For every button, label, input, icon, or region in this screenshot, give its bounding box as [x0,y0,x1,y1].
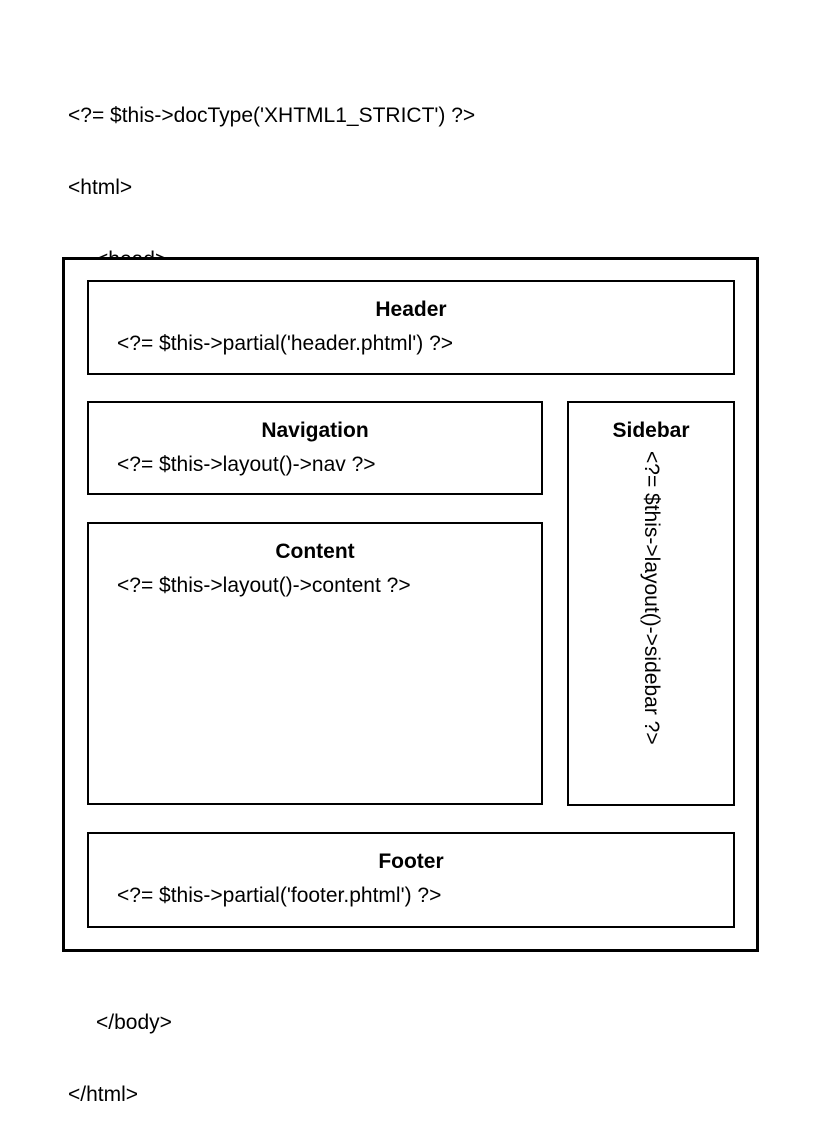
header-box: Header <?= $this->partial('header.phtml'… [87,280,735,375]
navigation-box-code: <?= $this->layout()->nav ?> [117,453,376,476]
content-box-title: Content [275,540,355,563]
footer-box-title: Footer [378,850,444,873]
header-box-code: <?= $this->partial('header.phtml') ?> [117,332,454,355]
header-box-title: Header [375,298,447,321]
code-line-html-open: <html> [68,176,133,199]
footer-box: Footer <?= $this->partial('footer.phtml'… [87,832,735,928]
sidebar-box-title: Sidebar [612,419,690,442]
content-box-code: <?= $this->layout()->content ?> [117,574,411,597]
navigation-box-title: Navigation [261,419,369,442]
sidebar-box: Sidebar <?= $this->layout()->sidebar ?> [567,401,735,806]
sidebar-box-code: <?= $this->layout()->sidebar ?> [640,451,663,745]
navigation-box: Navigation <?= $this->layout()->nav ?> [87,401,543,495]
code-line-html-close: </html> [68,1083,139,1106]
code-line-doctype: <?= $this->docType('XHTML1_STRICT') ?> [68,104,476,127]
footer-box-code: <?= $this->partial('footer.phtml') ?> [117,884,442,907]
code-line-body-close: </body> [96,1011,172,1034]
layout-diagram-page: { "code_top": { "line1": "<?= $this->doc… [62,104,759,1106]
bottom-code-block: </body> </html> [68,963,172,1131]
content-box: Content <?= $this->layout()->content ?> [87,522,543,805]
